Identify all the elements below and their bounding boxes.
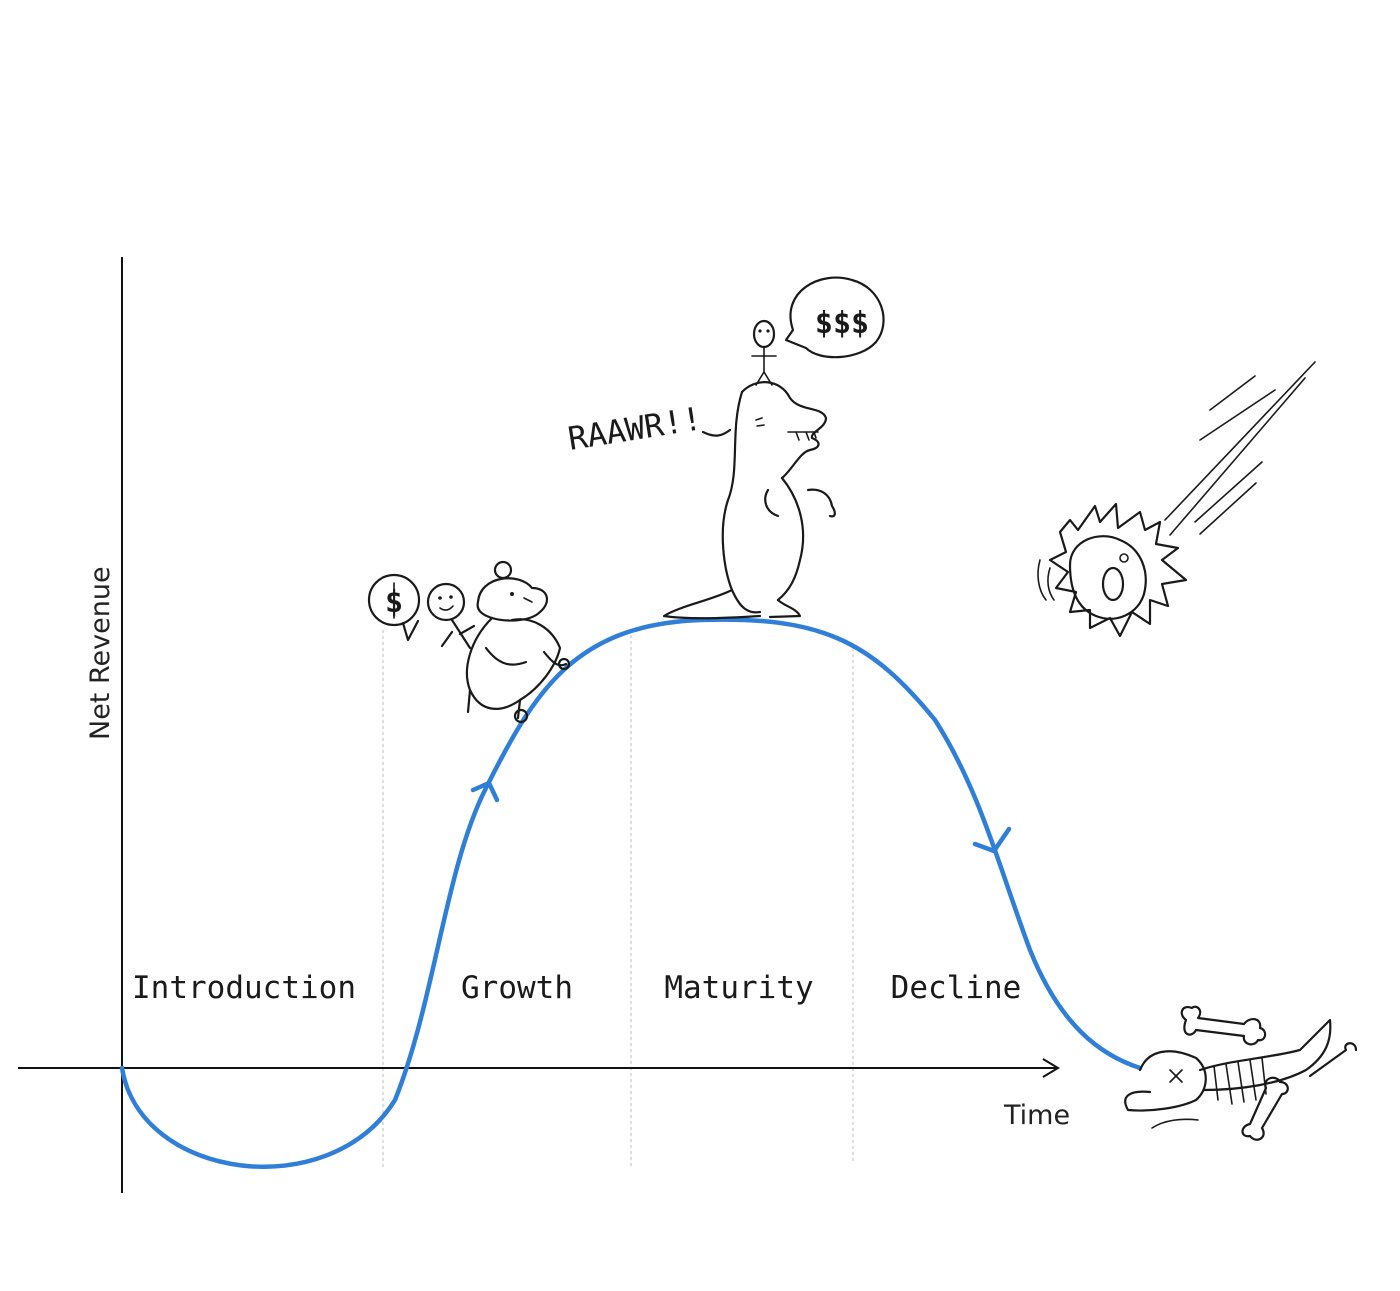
spine-ribs bbox=[1198, 1018, 1332, 1092]
skull bbox=[1124, 1050, 1207, 1112]
meteor-flame bbox=[1048, 502, 1188, 638]
curve-down-arrowhead bbox=[972, 826, 1012, 854]
meteor-illustration bbox=[1037, 361, 1316, 638]
phase-label-growth: Growth bbox=[461, 970, 573, 1006]
bone-tail bbox=[1308, 1042, 1358, 1078]
curve-up-arrowhead bbox=[470, 780, 500, 803]
x-axis-arrowhead bbox=[1042, 1058, 1060, 1078]
money-bubble-text: $$$ bbox=[815, 306, 869, 341]
small-speech-bubble bbox=[367, 573, 421, 627]
bone-lower bbox=[1241, 1076, 1289, 1141]
lifecycle-curve bbox=[119, 617, 1143, 1170]
trex-body bbox=[721, 390, 762, 614]
money-speech-bubble bbox=[784, 276, 885, 359]
meteor-face bbox=[1101, 566, 1125, 602]
x-axis-label: Time bbox=[1003, 1100, 1070, 1131]
stick-figure-head bbox=[426, 582, 466, 622]
dinosaur-skeleton-illustration bbox=[1124, 1005, 1358, 1141]
small-dino-head bbox=[476, 577, 549, 622]
phase-label-maturity: Maturity bbox=[664, 970, 813, 1006]
y-axis-label: Net Revenue bbox=[85, 566, 116, 740]
small-dinosaur-illustration: $ bbox=[367, 560, 571, 724]
trex-illustration: $$$ RAAWR!! bbox=[565, 276, 885, 620]
small-dino-body bbox=[465, 616, 562, 710]
raawr-text: RAAWR!! bbox=[565, 399, 704, 458]
meteor-rock bbox=[1068, 535, 1147, 620]
rider-head bbox=[752, 319, 776, 349]
bone-top bbox=[1180, 1005, 1267, 1046]
trex-head bbox=[740, 381, 828, 480]
phase-label-introduction: Introduction bbox=[132, 970, 356, 1006]
phase-label-decline: Decline bbox=[891, 970, 1022, 1006]
trex-tail bbox=[662, 588, 762, 620]
